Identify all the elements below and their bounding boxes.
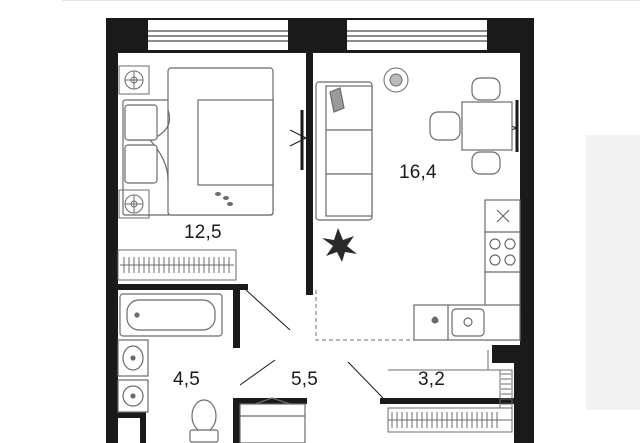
bedroom-wardrobe (117, 249, 237, 281)
kitchen-zone-line (315, 290, 492, 341)
floor-lamp-icon (383, 67, 409, 93)
dining-set (429, 77, 513, 175)
interior-walls (106, 50, 520, 443)
room-area-kitchen-living: 16,4 (399, 162, 437, 183)
plant-icon (322, 228, 357, 262)
side-panel (586, 135, 640, 410)
room-area-wardrobe: 3,2 (418, 369, 446, 390)
window-left (148, 20, 288, 50)
window-right (347, 20, 487, 50)
washing-machine (117, 379, 149, 413)
double-bed (122, 67, 274, 216)
slippers-icon (215, 192, 233, 206)
hanger-row (123, 257, 230, 273)
sofa (315, 81, 373, 221)
walk-in-wardrobe (387, 350, 513, 433)
room-area-hallway: 5,5 (291, 369, 319, 390)
kitchen-counter (413, 199, 521, 341)
shoe-cabinet (239, 397, 306, 443)
hanger-row (391, 412, 498, 428)
hanger-column (501, 373, 511, 405)
top-divider (62, 0, 640, 1)
room-area-bathroom: 4,5 (173, 369, 201, 390)
bathroom-sink (117, 339, 149, 377)
toilet (189, 399, 219, 443)
nightstand-bottom (118, 189, 150, 219)
nightstand-top (118, 65, 150, 95)
room-area-bedroom: 12,5 (184, 222, 222, 243)
bathtub (119, 293, 223, 337)
